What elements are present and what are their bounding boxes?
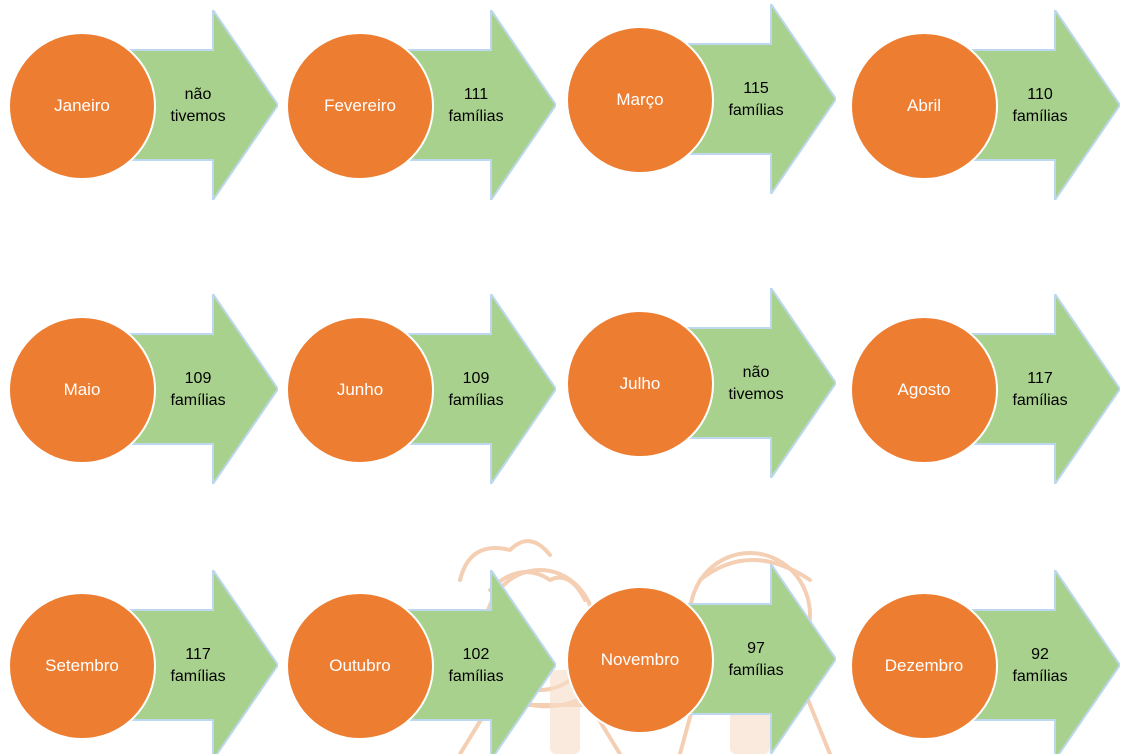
family-count: 102 famílias [434,644,518,688]
family-count: 109 famílias [156,368,240,412]
month-item: Dezembro 92 famílias [850,570,1120,754]
month-item: Agosto 117 famílias [850,294,1120,484]
family-count: 111 famílias [434,84,518,128]
month-item: Maio 109 famílias [8,294,278,484]
month-circle: Agosto [850,316,998,464]
month-item: Outubro 102 famílias [286,570,556,754]
count-line-2: famílias [448,668,504,685]
month-circle: Outubro [286,592,434,740]
month-label: Setembro [45,656,119,675]
month-item: Junho 109 famílias [286,294,556,484]
month-item: Fevereiro 111 famílias [286,10,556,200]
month-circle: Março [566,26,714,174]
count-line-1: 109 [462,370,490,387]
count-line-2: famílias [1012,108,1068,125]
month-circle: Dezembro [850,592,998,740]
month-label: Outubro [329,656,391,675]
count-line-2: famílias [1012,392,1068,409]
month-label: Março [616,90,664,109]
month-item: Março 115 famílias [566,4,836,194]
count-line-2: famílias [1012,668,1068,685]
month-label: Julho [619,374,661,393]
count-line-1: 102 [462,646,490,663]
count-line-2: tivemos [170,108,226,125]
month-circle: Janeiro [8,32,156,180]
family-count: 97 famílias [714,638,798,682]
month-item: Julho não tivemos [566,288,836,478]
month-label: Fevereiro [324,96,396,115]
month-label: Junho [336,380,384,399]
month-circle: Junho [286,316,434,464]
count-line-2: famílias [728,102,784,119]
count-line-1: 111 [463,86,489,103]
family-count: não tivemos [156,84,240,128]
month-item: Abril 110 famílias [850,10,1120,200]
count-line-2: famílias [448,108,504,125]
count-line-2: famílias [170,392,226,409]
month-label: Agosto [897,380,951,399]
family-count: 110 famílias [998,84,1082,128]
count-line-2: famílias [170,668,226,685]
month-circle: Maio [8,316,156,464]
count-line-2: famílias [728,662,784,679]
count-line-1: não [184,86,212,103]
count-line-1: 92 [1031,646,1049,663]
family-count: 117 famílias [156,644,240,688]
month-circle: Fevereiro [286,32,434,180]
month-item: Novembro 97 famílias [566,564,836,754]
month-circle: Julho [566,310,714,458]
family-count: 115 famílias [714,78,798,122]
count-line-1: 115 [743,80,769,97]
month-item: Setembro 117 famílias [8,570,278,754]
family-count: 117 famílias [998,368,1082,412]
family-count: 109 famílias [434,368,518,412]
month-label: Janeiro [54,96,110,115]
month-circle: Abril [850,32,998,180]
month-circle: Novembro [566,586,714,734]
month-label: Maio [63,380,101,399]
month-circle: Setembro [8,592,156,740]
count-line-1: 97 [747,640,765,657]
count-line-1: 117 [1027,370,1053,387]
count-line-1: 110 [1027,86,1053,103]
count-line-1: 109 [184,370,212,387]
month-label: Novembro [600,650,680,669]
count-line-2: tivemos [728,386,784,403]
month-label: Abril [906,96,941,115]
family-count: não tivemos [714,362,798,406]
count-line-1: não [742,364,770,381]
month-item: Janeiro não tivemos [8,10,278,200]
family-count: 92 famílias [998,644,1082,688]
count-line-2: famílias [448,392,504,409]
month-label: Dezembro [884,656,964,675]
count-line-1: 117 [185,646,211,663]
